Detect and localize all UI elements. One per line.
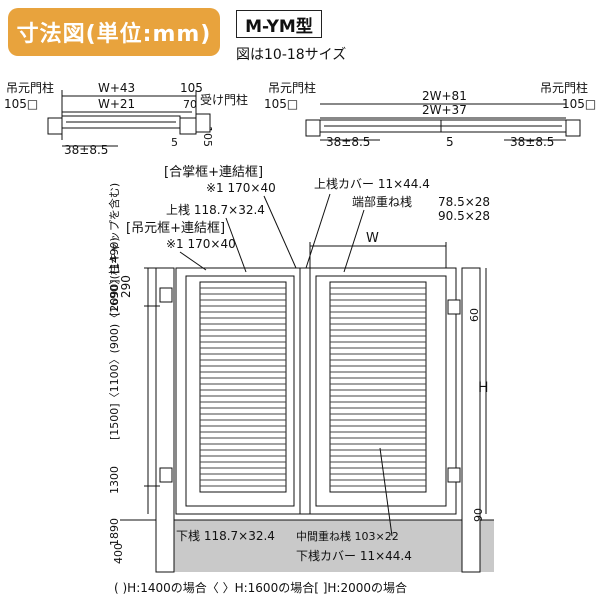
- mid-overlap-label: 中間重ね桟 103×22: [296, 529, 399, 543]
- dim-1890-label: 1890: [108, 518, 121, 546]
- tsurimoto-frame-label: [吊元框+連結框]: [126, 221, 225, 236]
- front-elevation: [120, 193, 494, 573]
- end-overlap-label: 端部重ね桟: [352, 194, 412, 209]
- plan2-d38r-label: 38±8.5: [510, 135, 554, 149]
- front-labels: [合掌框+連結框] ※1 170×40 上桟 118.7×32.4 [吊元框+連…: [107, 165, 490, 595]
- dim-400-label: 400: [112, 543, 125, 564]
- upper-cover-label: 上桟カバー 11×44.4: [314, 177, 430, 191]
- plan-post-left-size: 105□: [4, 97, 38, 111]
- plan-d5-label: 5: [171, 136, 178, 149]
- plan2-post-left-label: 吊元門柱: [268, 80, 316, 95]
- plan2-post-right-size: 105□: [562, 97, 596, 111]
- plan-post-left-label: 吊元門柱: [6, 80, 54, 95]
- end-overlap-size-2: 90.5×28: [438, 209, 490, 223]
- dim-60-label: 60: [468, 308, 481, 322]
- ground-fill: [156, 520, 494, 572]
- plan2-d5-label: 5: [446, 135, 454, 149]
- width-w-label: W: [366, 231, 379, 246]
- plan2-d38l-label: 38±8.5: [326, 135, 370, 149]
- plan-d105-label: 105: [180, 81, 203, 95]
- plan-d38-label: 38±8.5: [64, 143, 108, 157]
- page-title: 寸法図(単位:mm): [8, 8, 220, 56]
- tsurimoto-frame-size: ※1 170×40: [166, 237, 236, 251]
- dim-290-label: 290: [119, 275, 133, 298]
- plan-view-double: 吊元門柱 105□ 吊元門柱 105□ 2W+81 2W+37 38±8.5 5…: [264, 80, 596, 149]
- model-label: M-YM型: [236, 10, 322, 38]
- size-note: 図は10-18サイズ: [236, 47, 347, 63]
- plan2-w81-label: 2W+81: [422, 89, 467, 103]
- left-louver-panel: [199, 281, 287, 493]
- plan2-w37-label: 2W+37: [422, 103, 467, 117]
- vert-dims-label: [1500]〈1100〉(900)〈1690〉(1490): [108, 237, 121, 440]
- plan-post-right-label: 受け門柱: [200, 92, 248, 107]
- height-h-label: H: [478, 380, 489, 396]
- right-louver-panel: [329, 281, 427, 493]
- dim-1300-label: 1300: [108, 466, 121, 494]
- gassho-frame-label: [合掌框+連結框]: [164, 165, 263, 180]
- plan-d70-label: 70: [183, 98, 197, 111]
- plan2-post-left-size: 105□: [264, 97, 298, 111]
- plan2-post-right-label: 吊元門柱: [540, 80, 588, 95]
- lower-cover-label: 下桟カバー 11×44.4: [296, 549, 412, 563]
- upper-rail-label: 上桟 118.7×32.4: [166, 203, 265, 217]
- height-legend: ( )H:1400の場合〈 〉H:1600の場合[ ]H:2000の場合: [114, 580, 407, 595]
- cap-note-label: [2090](柱キャップを含む): [107, 183, 121, 316]
- end-overlap-size-1: 78.5×28: [438, 195, 490, 209]
- dim-90-label: 90: [472, 508, 485, 522]
- lower-rail-label: 下桟 118.7×32.4: [176, 529, 275, 543]
- plan-w43-label: W+43: [98, 81, 135, 95]
- plan-view-single: 吊元門柱 105□ W+43 W+21 105 70 受け門柱 105 5 38…: [4, 80, 248, 157]
- plan-w21-label: W+21: [98, 97, 135, 111]
- gassho-frame-size: ※1 170×40: [206, 181, 276, 195]
